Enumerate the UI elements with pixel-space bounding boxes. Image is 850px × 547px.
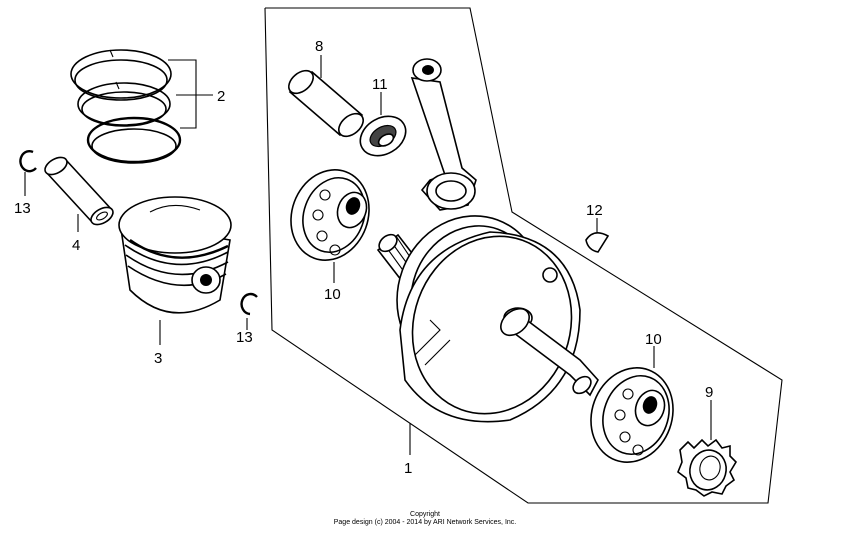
- copyright-footer: Copyright Page design (c) 2004 - 2014 by…: [0, 511, 850, 527]
- callout-8: 8: [315, 38, 323, 55]
- ball-bearing-right: [590, 367, 674, 463]
- piston-pin: [44, 156, 114, 226]
- leader-2: [168, 59, 197, 129]
- callout-2: 2: [217, 88, 225, 105]
- callout-10-right: 10: [645, 331, 662, 348]
- callout-9: 9: [705, 384, 713, 401]
- copyright-line-2: Page design (c) 2004 - 2014 by ARI Netwo…: [333, 519, 517, 526]
- callout-11: 11: [372, 76, 388, 93]
- callout-3: 3: [154, 350, 162, 367]
- callout-13-left: 13: [14, 200, 31, 217]
- callout-1: 1: [404, 460, 412, 477]
- copyright-line-1: Copyright: [410, 511, 440, 518]
- sprocket-gear: [677, 438, 738, 497]
- callout-13-right: 13: [236, 329, 253, 346]
- callout-4: 4: [72, 237, 80, 254]
- callout-12: 12: [586, 202, 603, 219]
- circlip-left: [19, 150, 37, 173]
- ball-bearing-left: [290, 169, 370, 261]
- crank-pin: [288, 69, 364, 138]
- assembly-outline: [264, 7, 783, 504]
- piston-rings: [70, 49, 182, 164]
- callout-10-left: 10: [324, 286, 341, 303]
- circlip-right: [240, 292, 258, 316]
- crankshaft: [376, 215, 599, 423]
- piston: [118, 196, 232, 314]
- woodruff-key: [585, 232, 610, 253]
- needle-bearing: [359, 115, 407, 157]
- connecting-rod: [410, 58, 477, 211]
